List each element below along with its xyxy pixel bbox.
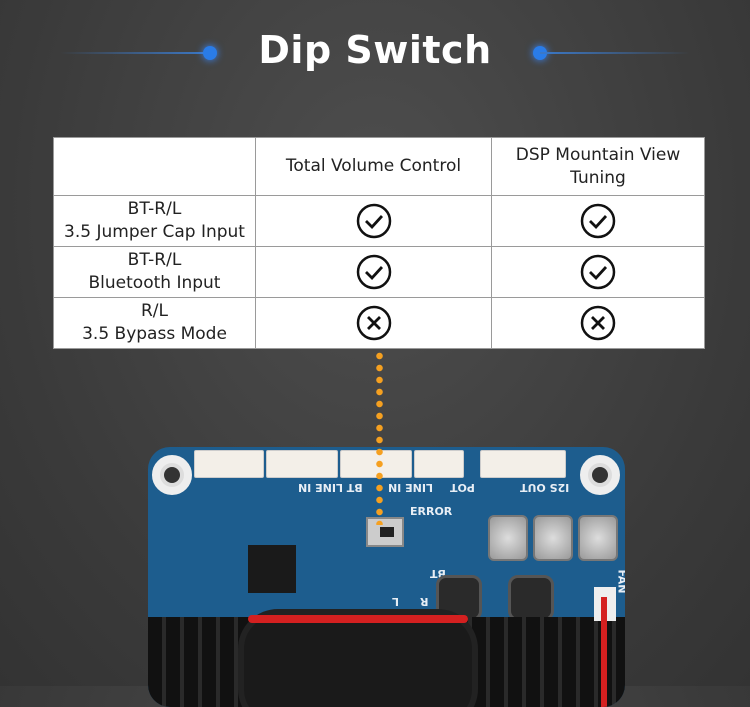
fan-wire <box>601 597 607 707</box>
mounting-hole <box>152 455 192 495</box>
row-label-line2: 3.5 Bypass Mode <box>82 324 227 344</box>
cooling-fan <box>238 609 478 707</box>
header-total-volume-control: Total Volume Control <box>255 137 492 196</box>
dip-switch-table: Total Volume Control DSP Mountain View T… <box>53 137 705 349</box>
capacitor <box>488 515 528 561</box>
cross-icon <box>356 305 391 341</box>
capacitor <box>533 515 573 561</box>
silk-bt-line-in: BT LINE IN <box>298 481 363 494</box>
check-icon <box>356 203 391 239</box>
cell-cross <box>255 297 492 349</box>
amplifier-board-photo: BT LINE IN LINE IN POT I2S OUT ERROR BT … <box>148 447 625 707</box>
row-label-line2: Bluetooth Input <box>88 273 221 293</box>
inductor <box>436 575 482 621</box>
table-header-row: Total Volume Control DSP Mountain View T… <box>53 137 705 196</box>
table-row: BT-R/L Bluetooth Input <box>53 246 705 298</box>
cell-check <box>491 195 705 247</box>
table-row: BT-R/L 3.5 Jumper Cap Input <box>53 195 705 247</box>
silk-fan: FAN <box>615 569 625 594</box>
inductor <box>508 575 554 621</box>
cell-check <box>255 195 492 247</box>
title-decoration-right <box>540 52 690 54</box>
silk-i2s-out: I2S OUT <box>520 481 570 494</box>
row-label-line1: R/L <box>140 301 168 321</box>
row-label: R/L 3.5 Bypass Mode <box>53 297 256 349</box>
row-label-line2: 3.5 Jumper Cap Input <box>64 222 245 242</box>
dsp-chip <box>248 545 296 593</box>
i2s-out-connector <box>480 450 566 478</box>
dip-switch <box>366 517 404 547</box>
check-icon <box>580 254 616 290</box>
header-dsp-tuning: DSP Mountain View Tuning <box>491 137 705 196</box>
cell-check <box>255 246 492 298</box>
page-title: Dip Switch <box>258 28 492 72</box>
mounting-hole <box>580 455 620 495</box>
silk-pot: POT <box>450 481 475 494</box>
title-dot-left <box>203 46 217 60</box>
silk-r: R <box>420 595 429 608</box>
cell-check <box>491 246 705 298</box>
connector <box>194 450 264 478</box>
row-label-line1: BT-R/L <box>127 199 182 219</box>
cross-icon <box>580 305 616 341</box>
cell-cross <box>491 297 705 349</box>
silk-line-in: LINE IN <box>388 481 433 494</box>
capacitor <box>578 515 618 561</box>
dip-switch-pointer-dots <box>376 350 383 525</box>
header-dsp-tuning-label: DSP Mountain View Tuning <box>515 144 681 188</box>
table-row: R/L 3.5 Bypass Mode <box>53 297 705 349</box>
row-label: BT-R/L Bluetooth Input <box>53 246 256 298</box>
title-decoration-left <box>60 52 210 54</box>
fan-wire <box>248 615 468 623</box>
row-label: BT-R/L 3.5 Jumper Cap Input <box>53 195 256 247</box>
check-icon <box>356 254 391 290</box>
silk-l: L <box>392 595 400 608</box>
row-label-line1: BT-R/L <box>127 250 182 270</box>
header-empty <box>53 137 256 196</box>
silk-error: ERROR <box>410 505 453 518</box>
pot-connector <box>414 450 464 478</box>
bt-line-in-connector <box>266 450 338 478</box>
check-icon <box>580 203 616 239</box>
